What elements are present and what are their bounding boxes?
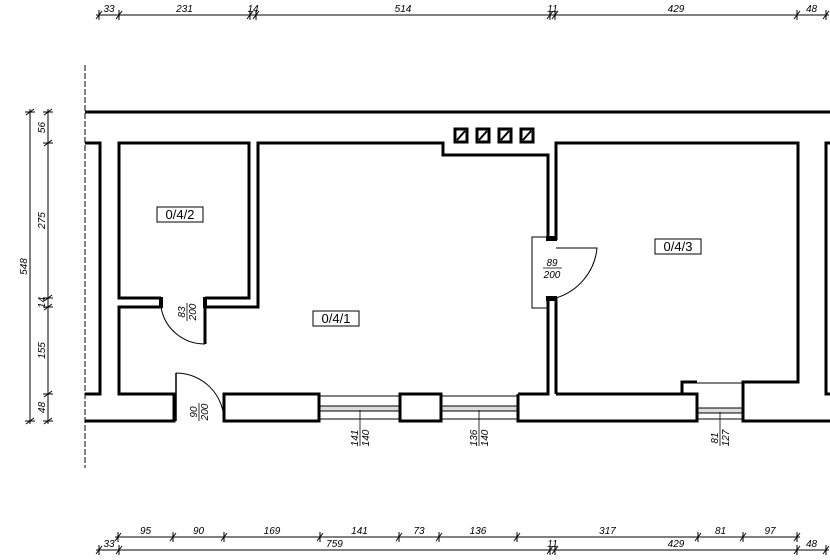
door-043[interactable]: 89 200 (531, 236, 598, 309)
door-entry[interactable]: 90 200 (175, 372, 225, 421)
dimension-tick (793, 10, 801, 20)
dimension-tick (25, 108, 35, 116)
room-042-text: 0/4/2 (166, 207, 195, 222)
room-label-041[interactable]: 0/4/1 (312, 310, 360, 327)
dimension-tick (822, 545, 830, 555)
dim-bottom-1-label: 73 (413, 526, 425, 537)
room-043-text: 0/4/3 (664, 239, 693, 254)
door-042-width: 83 (177, 306, 188, 318)
dim-bottom-1-label: 97 (764, 526, 776, 537)
dimension-tick (395, 532, 403, 542)
dimension-tick (43, 294, 53, 302)
dimension-tick (43, 108, 53, 116)
door-042[interactable]: 83 200 (160, 303, 206, 345)
dim-bottom-1-label: 90 (193, 526, 205, 537)
dim-bottom-2-label: 759 (326, 539, 343, 550)
dim-left-label: 275 (37, 212, 48, 230)
dimension-tick (115, 545, 123, 555)
dimension-tick (246, 10, 254, 20)
dimension-tick (513, 532, 521, 542)
dim-left-label: 48 (37, 402, 48, 414)
dimension-tick (316, 532, 324, 542)
dim-bottom-1-label: 169 (264, 526, 281, 537)
door-jambs (159, 236, 557, 308)
dim-top-label: 14 (247, 4, 259, 15)
dim-left-total-label: 548 (19, 258, 30, 275)
dimension-tick (551, 10, 559, 20)
dimension-tick (793, 545, 801, 555)
dim-top-label: 11 (547, 4, 557, 15)
door-entry-width: 90 (189, 406, 200, 418)
dimension-tick (220, 532, 228, 542)
dim-bottom-2-label: 33 (103, 539, 115, 550)
window-1-width: 141 (350, 430, 361, 447)
window-2-width: 136 (469, 429, 480, 446)
window-3-height: 127 (721, 429, 732, 446)
door-entry-height: 200 (200, 403, 211, 421)
dim-bottom-2-label: 429 (668, 539, 685, 550)
dim-bottom-1-label: 317 (599, 526, 616, 537)
dimension-tick (793, 532, 801, 542)
window-1-height: 140 (361, 429, 372, 446)
dim-bottom-1-label: 136 (470, 526, 487, 537)
dim-bottom-1-label: 81 (715, 526, 726, 537)
dimension-tick (115, 10, 123, 20)
window-3-width: 81 (710, 432, 721, 443)
door-042-height: 200 (188, 303, 199, 321)
dimension-tick (43, 417, 53, 425)
dim-top-label: 48 (806, 4, 818, 15)
door-043-width: 89 (546, 258, 558, 269)
room-label-042[interactable]: 0/4/2 (156, 206, 204, 223)
chimney-flues (453, 127, 535, 144)
dimension-tick (43, 139, 53, 147)
door-043-height: 200 (543, 270, 561, 281)
dim-left-label: 155 (37, 342, 48, 359)
dimension-tick (252, 10, 260, 20)
dim-top-label: 231 (175, 4, 193, 15)
dim-left-label: 14 (37, 297, 48, 309)
dim-top-label: 33 (103, 4, 115, 15)
dimension-tick (114, 532, 122, 542)
window-2-height: 140 (480, 429, 491, 446)
dim-bottom-2-label: 48 (806, 539, 818, 550)
room-041-text: 0/4/1 (322, 311, 351, 326)
dim-top-label: 514 (395, 4, 412, 15)
dimension-tick (43, 303, 53, 311)
dimension-tick (822, 10, 830, 20)
walls (85, 141, 830, 423)
window-2[interactable]: 136 140 (441, 395, 518, 446)
dim-left-label: 56 (37, 122, 48, 134)
dimension-tick (169, 532, 177, 542)
dim-bottom-1-label: 141 (351, 526, 368, 537)
dimension-tick (95, 545, 103, 555)
window-1[interactable]: 141 140 (319, 395, 400, 447)
dim-bottom-2-label: 11 (547, 539, 557, 550)
dimension-lines: 33 231 14 514 11 429 48 95 90 169 141 73 136 317 81 97 3… (19, 4, 830, 555)
dim-bottom-1-label: 95 (140, 526, 152, 537)
window-3[interactable]: 81 127 (697, 382, 743, 446)
dimension-tick (694, 532, 702, 542)
dimension-tick (43, 390, 53, 398)
dim-top-label: 429 (668, 4, 685, 15)
dimension-tick (95, 10, 103, 20)
dimension-tick (435, 532, 443, 542)
dimension-tick (25, 417, 35, 425)
room-label-043[interactable]: 0/4/3 (654, 238, 702, 255)
dimension-tick (551, 545, 559, 555)
dimension-tick (739, 532, 747, 542)
